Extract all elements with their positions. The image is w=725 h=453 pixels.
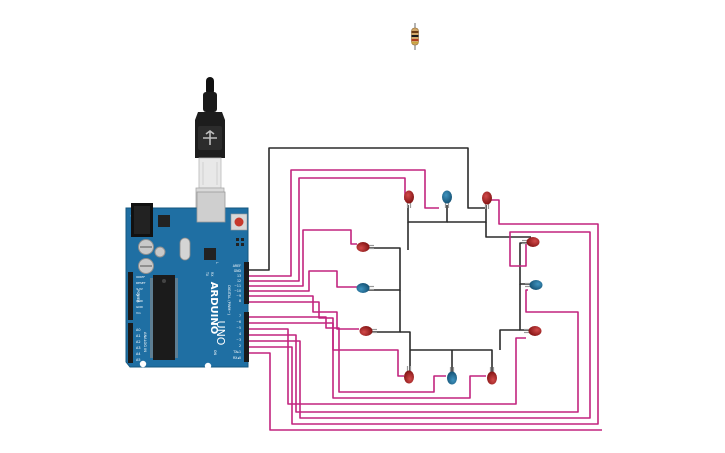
pin-label: RX◂0 <box>233 356 241 360</box>
led-red[interactable] <box>482 191 492 210</box>
pin-label: GND <box>136 299 144 303</box>
pin-label: A2 <box>136 340 140 344</box>
digital-header-bottom[interactable] <box>244 312 249 362</box>
pin-label: GND <box>136 305 144 309</box>
analog-label: ANALOG IN <box>143 332 147 352</box>
pin-label: IOREF <box>136 275 145 279</box>
capacitor <box>154 246 166 258</box>
pin-label: AREF <box>233 264 241 268</box>
led-blue[interactable] <box>447 367 457 385</box>
led-blue[interactable] <box>525 280 543 290</box>
crystal <box>179 237 191 261</box>
digital-label: DIGITAL (PWM~) <box>227 285 231 315</box>
pin-label: 4 <box>239 332 241 336</box>
tx-label: TX <box>205 271 209 277</box>
pin-label: A3 <box>136 346 140 350</box>
model-text: UNO <box>214 321 227 346</box>
led-blue[interactable] <box>442 190 452 209</box>
pin-label: 5V <box>136 293 141 297</box>
pin-label: 13 <box>237 274 241 278</box>
pin-label: ~11 <box>234 284 241 288</box>
led-red[interactable] <box>404 190 414 209</box>
led-red[interactable] <box>524 326 542 336</box>
mounting-hole <box>139 360 147 368</box>
pin-label: TX▸1 <box>232 350 241 354</box>
pin-label: 3.3V <box>136 287 144 291</box>
led-red[interactable] <box>522 237 540 247</box>
rx-label: RX <box>210 272 214 277</box>
mounting-hole <box>204 362 212 370</box>
led-red[interactable] <box>404 366 414 384</box>
pin-label: RESET <box>136 281 146 285</box>
brand-logo-text: ARDUINO <box>208 282 219 334</box>
pin-label: ~5 <box>236 326 241 330</box>
resistor-icon[interactable] <box>411 23 419 50</box>
power-label: POWER <box>136 289 140 303</box>
pin-label: ~10 <box>234 289 241 293</box>
pin-label: 2 <box>239 344 241 348</box>
l-label: L <box>215 262 219 264</box>
usb-port <box>196 191 226 223</box>
led-red[interactable] <box>487 367 497 385</box>
pin-label: A4 <box>136 352 140 356</box>
atmega-chip <box>150 275 178 360</box>
usb-cable-icon[interactable] <box>195 77 225 211</box>
led-red[interactable] <box>359 326 378 336</box>
reset-button[interactable] <box>230 213 248 231</box>
pin-label: 7 <box>239 314 241 318</box>
pin-label: A5 <box>136 358 140 362</box>
arduino-uno-board[interactable]: ARDUINO UNO DIGITAL (PWM~) POWER ANALOG … <box>125 191 249 370</box>
pin-label: ~3 <box>236 338 241 342</box>
usb-chip <box>204 248 216 260</box>
led-red[interactable] <box>356 242 375 252</box>
pin-label: A1 <box>136 334 140 338</box>
pin-label: GND <box>234 269 242 273</box>
pin-label: ~9 <box>236 294 241 298</box>
digital-header-top[interactable] <box>244 262 249 304</box>
pin-label: A0 <box>136 328 140 332</box>
power-header[interactable] <box>128 272 133 320</box>
icsp-header <box>236 238 244 246</box>
voltage-regulator <box>158 215 170 227</box>
analog-header[interactable] <box>128 323 133 363</box>
led-blue[interactable] <box>356 283 375 293</box>
pin-label: 8 <box>239 299 241 303</box>
signal-wires[interactable] <box>249 169 602 431</box>
pin-label: ~6 <box>236 320 241 324</box>
pin-label: Vin <box>136 311 141 315</box>
on-label: ON <box>213 350 217 356</box>
pin-label: 12 <box>237 279 241 283</box>
